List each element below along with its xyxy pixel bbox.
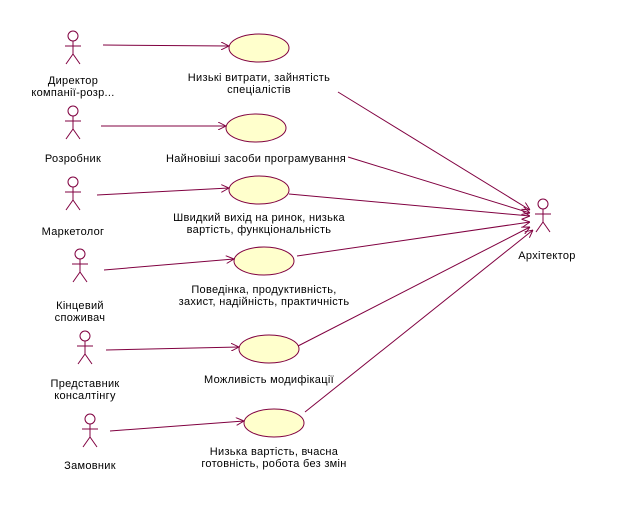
usecase-behavior[interactable]: Поведінка, продуктивність,захист, надійн…	[179, 246, 350, 308]
usecase-newest-tools[interactable]: Найновіші засоби програмування	[166, 113, 346, 165]
actor-developer[interactable]: Розробник	[45, 105, 101, 165]
actor-right-leg-icon	[72, 53, 81, 65]
actor-customer[interactable]: Замовник	[64, 413, 116, 472]
usecase-time-to-market[interactable]: Швидкий вихід на ринок, низькавартість, …	[173, 175, 345, 236]
usecase-label: готовність, робота без змін	[201, 458, 346, 470]
association-newest-tools-to-architect	[347, 156, 530, 213]
actor-head-icon	[67, 30, 79, 42]
usecase-ellipse	[243, 408, 305, 438]
association-behavior-to-architect	[296, 222, 530, 257]
actor-left-leg-icon	[82, 436, 91, 448]
association-low-price-to-architect	[304, 230, 533, 413]
usecase-ellipse	[228, 33, 290, 63]
actor-right-leg-icon	[89, 436, 98, 448]
usecase-label: вартість, функціональність	[187, 224, 332, 236]
association-modifiability-to-architect	[297, 227, 530, 347]
actor-label: консалтінгу	[54, 390, 116, 402]
actor-left-leg-icon	[535, 221, 544, 233]
actor-head-icon	[67, 105, 79, 117]
associations	[96, 45, 533, 432]
association-customer-to-low-price	[109, 421, 244, 432]
usecase-label: спеціалістів	[227, 84, 291, 96]
actor-director[interactable]: Директоркомпанії-розр...	[31, 30, 114, 99]
actor-marketer[interactable]: Маркетолог	[42, 176, 105, 238]
actor-label: Маркетолог	[42, 226, 105, 238]
usecase-label: Найновіші засоби програмування	[166, 153, 346, 165]
actor-label: Замовник	[64, 460, 116, 472]
usecase-ellipse	[225, 113, 287, 143]
usecase-label: Можливість модифікації	[204, 374, 334, 386]
actor-head-icon	[84, 413, 96, 425]
usecase-ellipse	[238, 334, 300, 364]
usecase-modifiability[interactable]: Можливість модифікації	[204, 334, 334, 386]
association-end-user-to-behavior	[103, 259, 234, 271]
actor-left-leg-icon	[65, 53, 74, 65]
actor-right-leg-icon	[72, 199, 81, 211]
actor-label: Директор	[48, 75, 98, 87]
association-director-to-low-cost	[102, 45, 229, 46]
actor-label: Розробник	[45, 153, 101, 165]
association-consultant-to-modifiability	[105, 347, 239, 350]
usecase-label: Поведінка, продуктивність,	[191, 284, 336, 296]
actor-head-icon	[74, 248, 86, 260]
usecase-label: Низькі витрати, зайнятість	[188, 72, 330, 84]
actor-left-leg-icon	[72, 271, 81, 283]
actor-architect[interactable]: Архітектор	[518, 198, 575, 262]
actor-label: Кінцевий	[56, 300, 104, 312]
actor-left-leg-icon	[77, 353, 86, 365]
association-low-cost-to-architect	[337, 91, 530, 210]
association-time-to-market-to-architect	[288, 193, 530, 216]
actor-head-icon	[67, 176, 79, 188]
actor-head-icon	[79, 330, 91, 342]
actor-right-leg-icon	[79, 271, 88, 283]
actor-right-leg-icon	[542, 221, 551, 233]
actor-right-leg-icon	[72, 128, 81, 140]
actor-label: компанії-розр...	[31, 87, 114, 99]
usecase-label: захист, надійність, практичність	[179, 296, 350, 308]
association-marketer-to-time-to-market	[96, 188, 229, 196]
actor-head-icon	[537, 198, 549, 210]
usecase-label: Низька вартість, вчасна	[210, 446, 339, 458]
actor-left-leg-icon	[65, 199, 74, 211]
usecase-ellipse	[228, 175, 290, 205]
actor-label: Представник	[50, 378, 119, 390]
actor-right-leg-icon	[84, 353, 93, 365]
usecase-ellipse	[233, 246, 295, 276]
actor-left-leg-icon	[65, 128, 74, 140]
actor-label: споживач	[55, 312, 106, 324]
actor-label: Архітектор	[518, 250, 575, 262]
usecase-label: Швидкий вихід на ринок, низька	[173, 212, 345, 224]
